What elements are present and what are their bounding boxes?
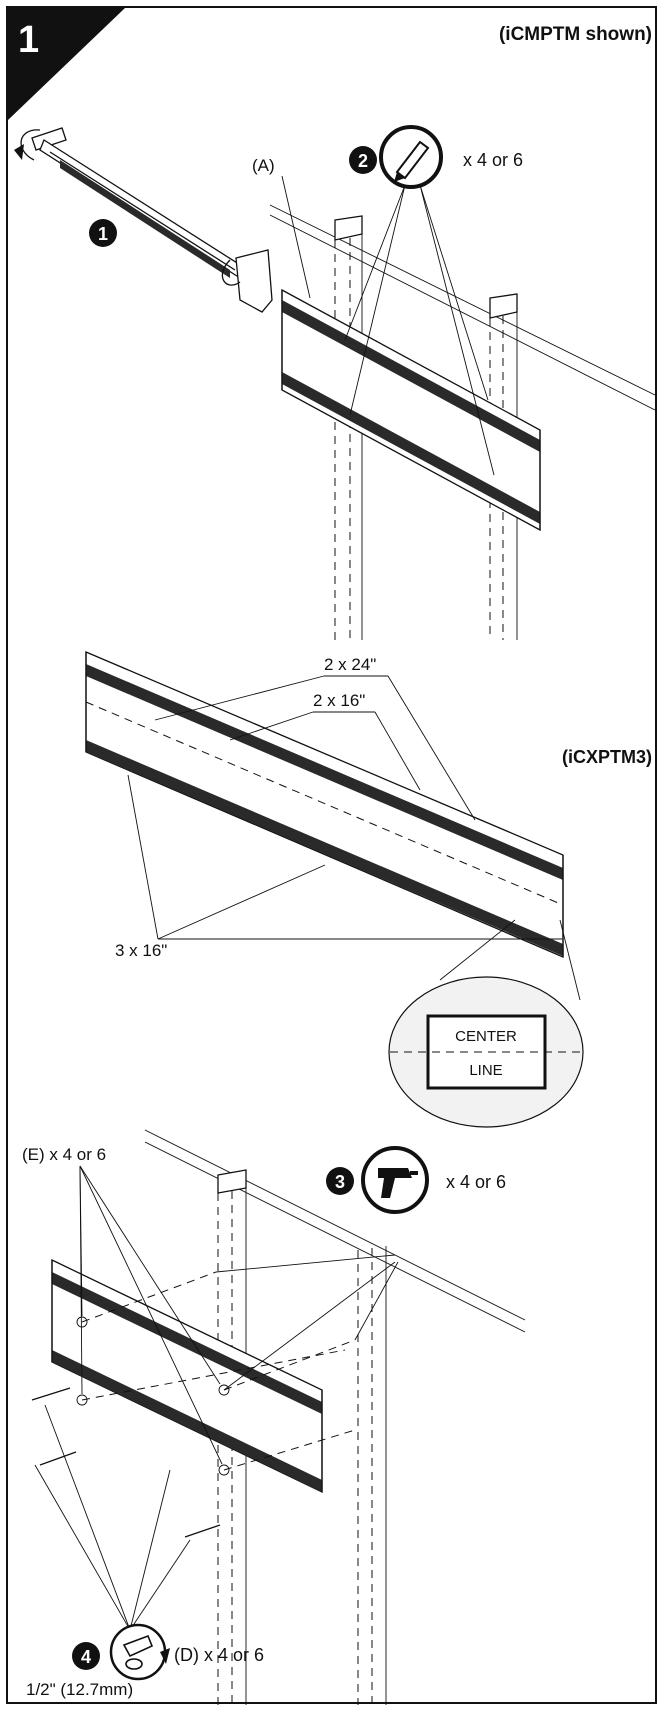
- callout-1: 1: [89, 219, 117, 247]
- callout-3: 3: [326, 1167, 354, 1195]
- instruction-frame: [6, 6, 657, 1704]
- center-line-detail: CENTER LINE: [388, 919, 584, 1128]
- label-2x16: 2 x 16": [313, 691, 365, 710]
- wall-plate-mounted: [51, 1258, 323, 1494]
- leader-part-e: [79, 1165, 223, 1465]
- socket-size: 1/2" (12.7mm): [26, 1680, 133, 1699]
- rail-bracket-small: [14, 127, 273, 313]
- mark-qty: x 4 or 6: [463, 150, 523, 170]
- mark-leader-lines: [344, 184, 495, 476]
- wall-plate-large: [85, 651, 564, 958]
- svg-text:1: 1: [98, 224, 108, 244]
- model-note-iCMPTM: (iCMPTM shown): [499, 24, 652, 45]
- lag-bolts: [31, 1316, 230, 1538]
- model-note-iCXPTM3: (iCXPTM3): [562, 747, 652, 767]
- svg-text:3: 3: [335, 1172, 345, 1192]
- label-3x16: 3 x 16": [115, 941, 167, 960]
- center-line-top-text: CENTER: [455, 1028, 517, 1045]
- leader-2x24: [154, 675, 476, 821]
- part-d-label: (D) x 4 or 6: [174, 1645, 264, 1665]
- leader-part-d: [34, 1404, 191, 1631]
- drill-icon: [361, 1146, 429, 1214]
- label-2x24: 2 x 24": [324, 655, 376, 674]
- leader-3x16: [127, 774, 562, 940]
- step-badge: 1: [8, 8, 125, 120]
- callout-2: 2: [349, 146, 377, 174]
- callout-4: 4: [72, 1642, 100, 1670]
- leader-2x16: [229, 711, 421, 791]
- center-line-bottom-text: LINE: [469, 1062, 502, 1079]
- svg-text:2: 2: [358, 151, 368, 171]
- part-label-a: (A): [252, 156, 275, 175]
- drill-hole-guides: [81, 1254, 399, 1471]
- wall-studs-bottom: [144, 1129, 526, 1705]
- wrench-icon: [109, 1623, 170, 1681]
- pencil-icon: [379, 125, 443, 189]
- step-number: 1: [18, 19, 39, 61]
- svg-text:4: 4: [81, 1647, 91, 1667]
- wall-plate: [281, 288, 541, 532]
- part-e-label: (E) x 4 or 6: [22, 1145, 106, 1164]
- drill-qty: x 4 or 6: [446, 1172, 506, 1192]
